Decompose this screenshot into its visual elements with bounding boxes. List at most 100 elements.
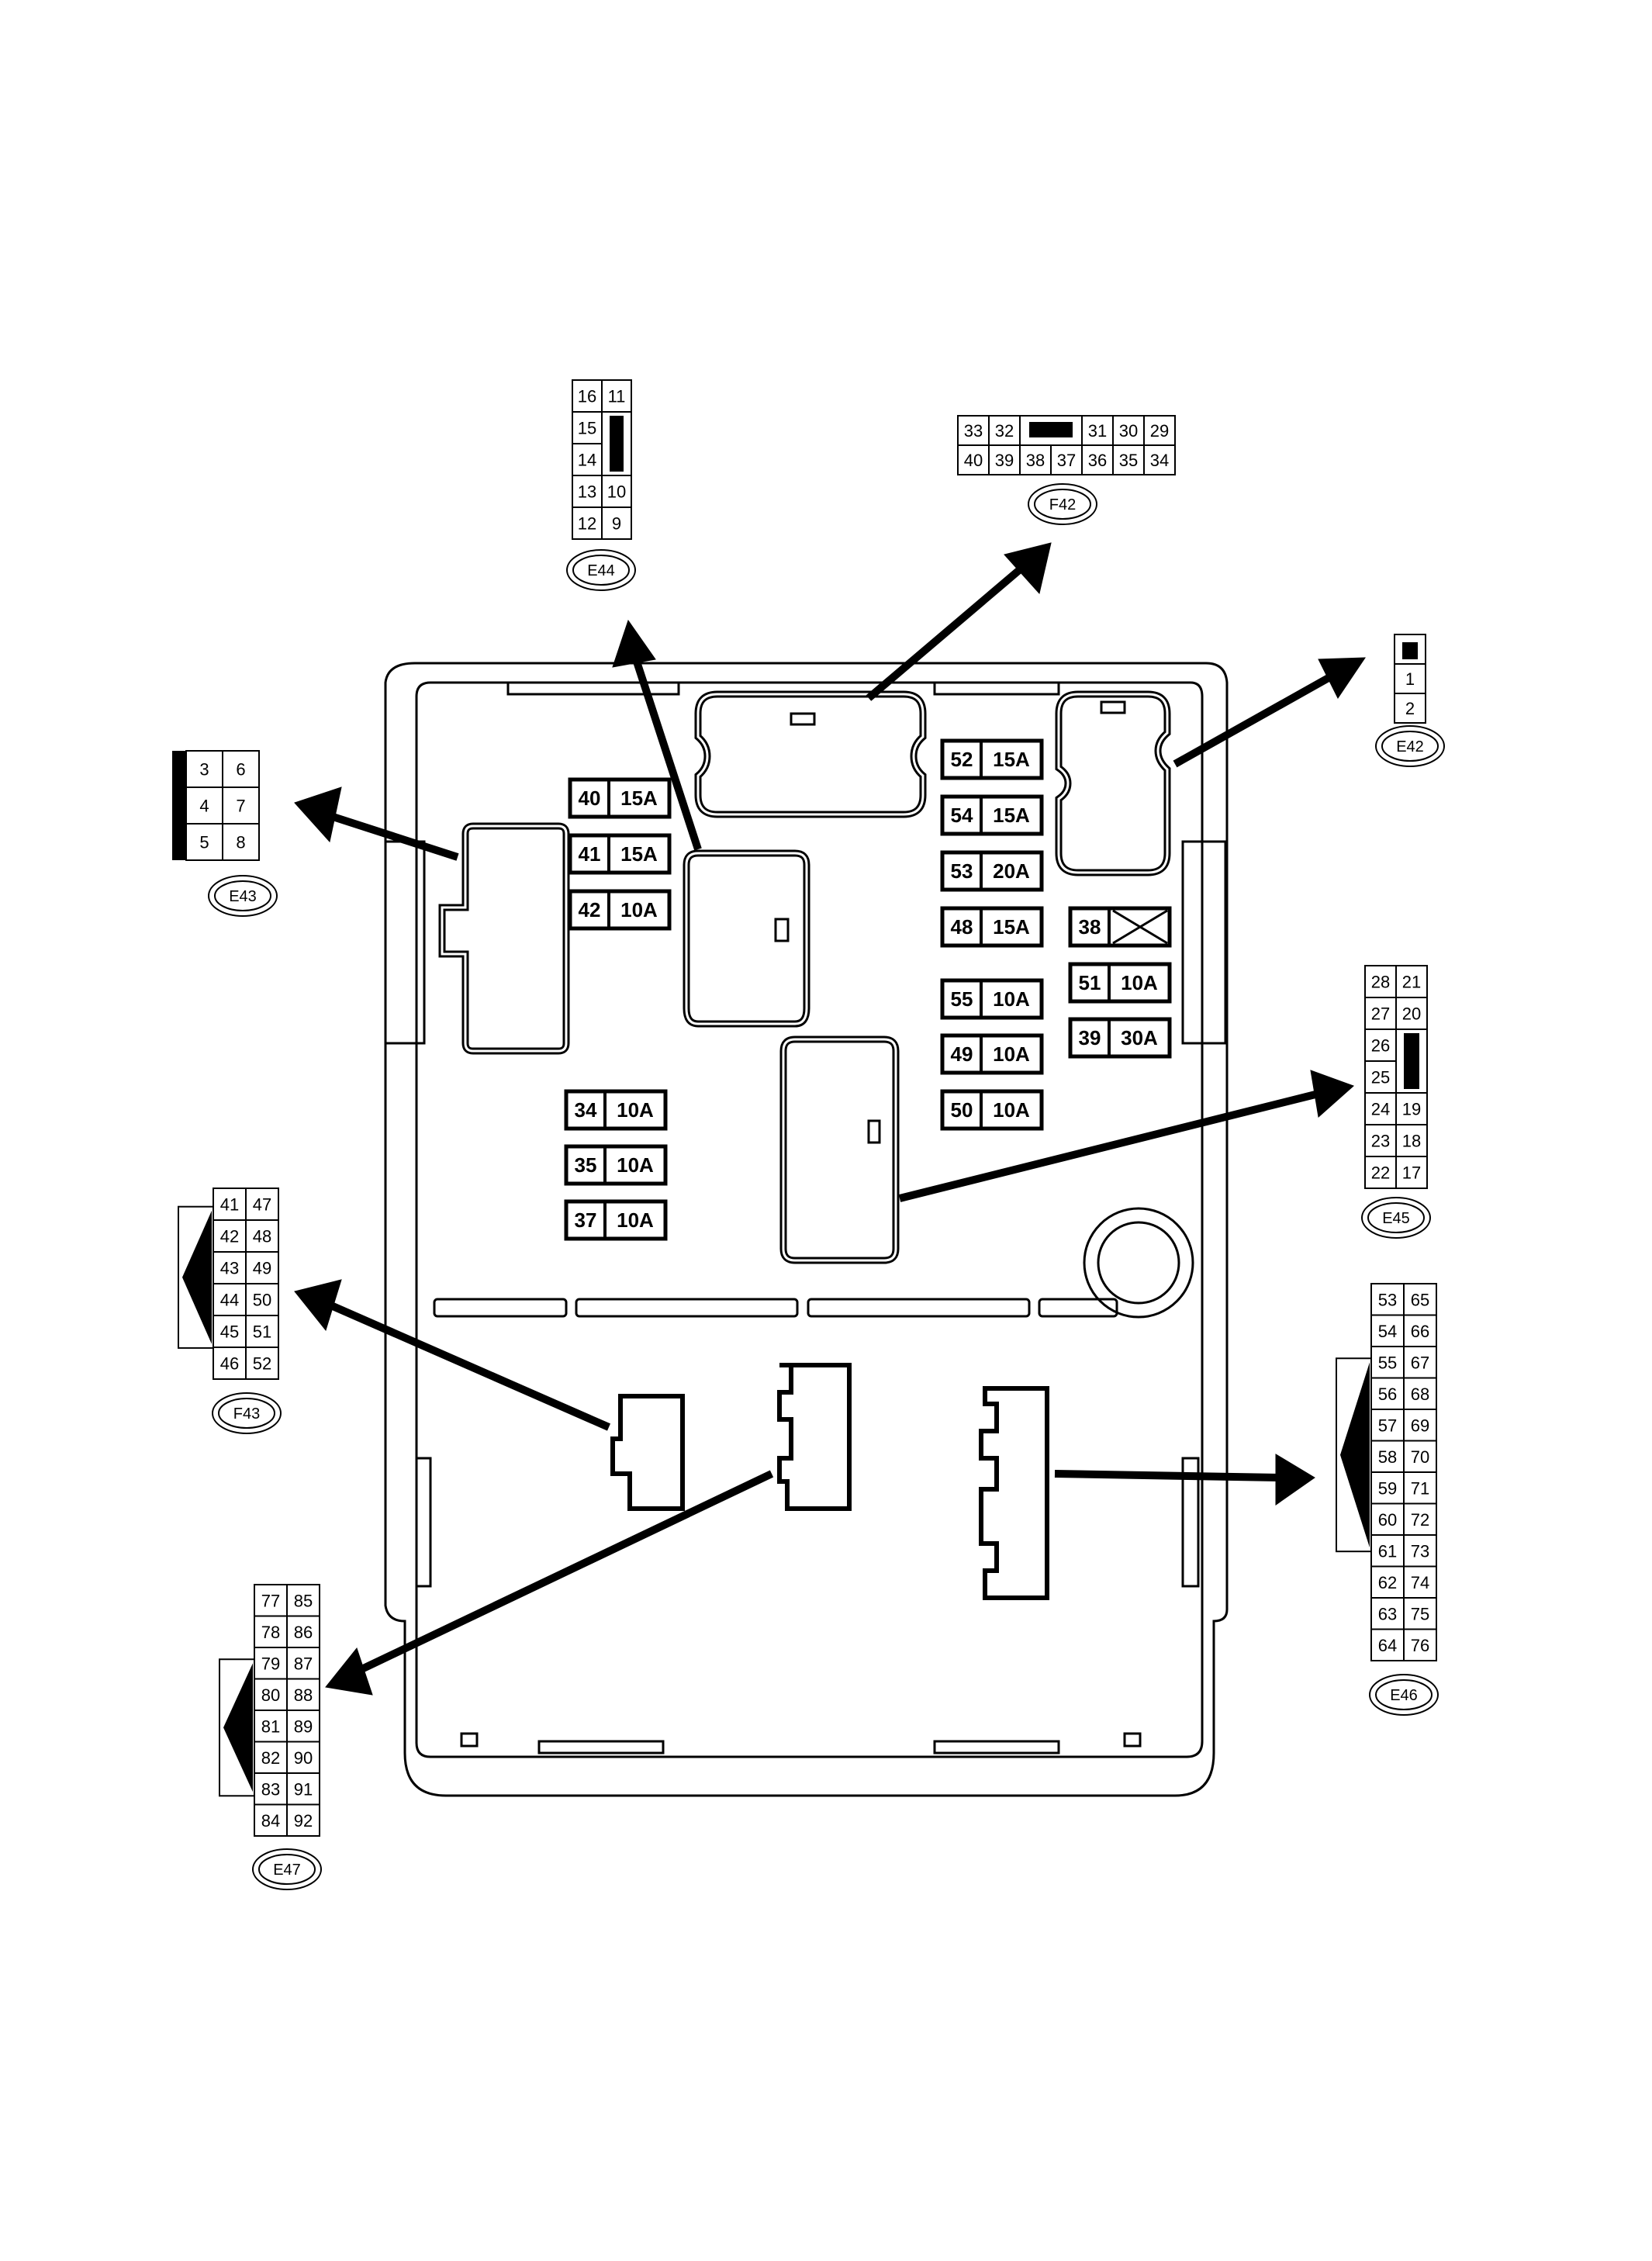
pin-number: 26 [1371, 1036, 1390, 1056]
pin-number: 85 [294, 1591, 313, 1610]
pin-number: 1 [1405, 669, 1415, 689]
fuse-amperage: 10A [620, 898, 658, 921]
pin-number: 7 [236, 797, 245, 816]
pin-number: 68 [1411, 1385, 1429, 1404]
pin-number: 10 [607, 482, 626, 502]
fuse-38: 38 [1068, 906, 1172, 948]
connector-key [610, 416, 624, 472]
pin-number: 59 [1378, 1478, 1397, 1498]
pin-number: 45 [220, 1322, 239, 1342]
pin-number: 51 [253, 1322, 271, 1342]
pin-number: 40 [964, 451, 983, 470]
pin-number: 35 [1119, 451, 1138, 470]
pin-number: 27 [1371, 1004, 1390, 1024]
fuse-amperage: 10A [993, 1098, 1030, 1122]
pin-number: 75 [1411, 1604, 1429, 1623]
pin-number: 62 [1378, 1573, 1397, 1592]
connector-key [1029, 422, 1073, 437]
pin-number: 47 [253, 1195, 271, 1215]
pin-number: 55 [1378, 1353, 1397, 1372]
pin-number: 19 [1402, 1100, 1421, 1119]
pin-number: 29 [1150, 421, 1169, 441]
pin-number: 53 [1378, 1290, 1397, 1309]
pin-number: 16 [578, 387, 596, 406]
pin-number: 22 [1371, 1163, 1390, 1183]
pin-number: 28 [1371, 973, 1390, 992]
pin-number: 74 [1411, 1573, 1429, 1592]
pin-number: 61 [1378, 1541, 1397, 1561]
fuse-number: 41 [579, 842, 601, 866]
fuse-amperage: 30A [1121, 1026, 1158, 1049]
fuse-41: 41 15A [568, 833, 672, 875]
pin-number: 37 [1057, 451, 1076, 470]
fuse-box-housing [384, 662, 1229, 1797]
pin-number: 12 [578, 514, 596, 534]
pin-number: 52 [253, 1354, 271, 1374]
fuse-amperage: 10A [993, 987, 1030, 1011]
pin-number: 21 [1402, 973, 1421, 992]
arrows [294, 542, 1366, 1696]
fuse-55: 55 10A [940, 978, 1044, 1020]
pin-number: 76 [1411, 1636, 1429, 1655]
connector-label: F43 [233, 1405, 260, 1423]
fuse-number: 34 [575, 1098, 597, 1122]
pin-number: 58 [1378, 1447, 1397, 1467]
fuse-amperage: 15A [993, 748, 1030, 771]
pin-number: 90 [294, 1748, 313, 1768]
pin-number: 32 [995, 421, 1014, 441]
pin-number: 87 [294, 1654, 313, 1673]
pin-number: 34 [1150, 451, 1169, 470]
pin-number: 77 [261, 1591, 280, 1610]
fuse-amperage: 10A [993, 1042, 1030, 1066]
fuse-amperage: 10A [617, 1153, 654, 1177]
connector-label: E44 [587, 562, 615, 579]
pin-number: 57 [1378, 1416, 1397, 1435]
fuse-number: 55 [951, 987, 973, 1011]
pin-number: 86 [294, 1623, 313, 1642]
pin-number: 66 [1411, 1322, 1429, 1341]
pin-number: 60 [1378, 1510, 1397, 1530]
pin-number: 79 [261, 1654, 280, 1673]
fuse-number: 39 [1079, 1026, 1101, 1049]
fuse-number: 35 [575, 1153, 597, 1177]
pin-number: 89 [294, 1716, 313, 1736]
fuse-number: 37 [575, 1208, 597, 1232]
pin-number: 54 [1378, 1322, 1397, 1341]
fuse-number: 49 [951, 1042, 973, 1066]
pin-number: 71 [1411, 1478, 1429, 1498]
fuse-42: 42 10A [568, 889, 672, 931]
pin-number: 25 [1371, 1068, 1390, 1087]
pin-number: 6 [236, 760, 245, 780]
pin-number: 14 [578, 451, 596, 470]
fuse-number: 42 [579, 898, 601, 921]
connector-label: E42 [1396, 738, 1424, 755]
connector-key [1340, 1362, 1370, 1548]
pin-number: 65 [1411, 1290, 1429, 1309]
pin-number: 82 [261, 1748, 280, 1768]
pin-number: 72 [1411, 1510, 1429, 1530]
pin-number: 64 [1378, 1636, 1397, 1655]
pin-number: 39 [995, 451, 1014, 470]
pin-number: 81 [261, 1716, 280, 1736]
fuse-amperage: 15A [993, 915, 1030, 939]
pin-number: 8 [236, 833, 245, 852]
pin-number: 69 [1411, 1416, 1429, 1435]
pin-number: 63 [1378, 1604, 1397, 1623]
pin-number: 80 [261, 1685, 280, 1705]
fuse-amperage: 15A [620, 842, 658, 866]
